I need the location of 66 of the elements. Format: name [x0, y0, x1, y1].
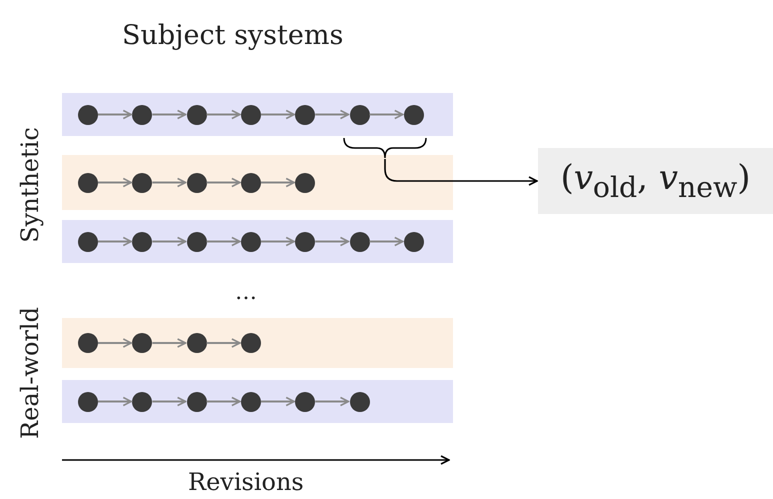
system-band	[62, 380, 453, 423]
revision-dot	[404, 232, 424, 252]
axis-label: Real-world	[16, 307, 44, 439]
revision-dot	[132, 232, 152, 252]
arrow	[98, 396, 132, 406]
revision-dot	[350, 104, 370, 124]
leader-arrow	[384, 159, 538, 186]
revision-dot	[350, 232, 370, 252]
arrow	[152, 236, 186, 246]
arrow	[152, 178, 186, 188]
revision-dot	[295, 392, 316, 412]
arrow	[260, 110, 295, 120]
arrow	[206, 236, 241, 246]
system-band	[62, 318, 453, 368]
revision-dot	[186, 232, 207, 252]
arrow	[98, 178, 132, 188]
revision-dot	[295, 172, 316, 192]
arrow	[152, 396, 186, 406]
arrow	[206, 178, 241, 188]
arrow	[152, 338, 186, 348]
arrow	[260, 178, 295, 188]
arrow	[206, 396, 241, 406]
revision-dot	[78, 104, 98, 124]
arrow	[315, 110, 350, 120]
system-band	[62, 93, 453, 136]
revision-dot	[78, 232, 98, 252]
arrow	[206, 338, 241, 348]
curly-brace	[343, 137, 427, 159]
arrow	[98, 236, 132, 246]
system-band	[62, 220, 453, 263]
revision-dot	[132, 392, 152, 412]
revision-dot	[295, 232, 316, 252]
revision-dot	[132, 333, 152, 353]
revision-dot	[404, 104, 424, 124]
arrow	[98, 338, 132, 348]
revision-dot	[186, 104, 207, 124]
arrow	[98, 110, 132, 120]
revision-dot	[186, 333, 207, 353]
arrow	[315, 396, 350, 406]
revision-dot	[240, 333, 261, 353]
revision-dot	[240, 104, 261, 124]
system-band	[62, 155, 453, 210]
revision-dot	[132, 104, 152, 124]
revision-dot	[132, 172, 152, 192]
arrow	[370, 236, 404, 246]
arrow	[370, 110, 404, 120]
revision-dot	[78, 333, 98, 353]
version-pair-box: (v$_{old}$, v$_{new}$)	[538, 148, 773, 214]
ellipsis: …	[235, 280, 257, 304]
arrow	[260, 236, 295, 246]
revision-dot	[240, 172, 261, 192]
revision-dot	[78, 392, 98, 412]
revision-dot	[186, 172, 207, 192]
arrow	[260, 396, 295, 406]
axis-label: Synthetic	[16, 127, 44, 243]
revision-dot	[350, 392, 370, 412]
revision-dot	[240, 392, 261, 412]
revision-dot	[78, 172, 98, 192]
arrow	[152, 110, 186, 120]
axis-label: Revisions	[188, 468, 304, 496]
arrow	[315, 236, 350, 246]
revision-dot	[240, 232, 261, 252]
revision-dot	[186, 392, 207, 412]
revision-dot	[295, 104, 316, 124]
arrow	[206, 110, 241, 120]
title: Subject systems	[122, 20, 344, 51]
